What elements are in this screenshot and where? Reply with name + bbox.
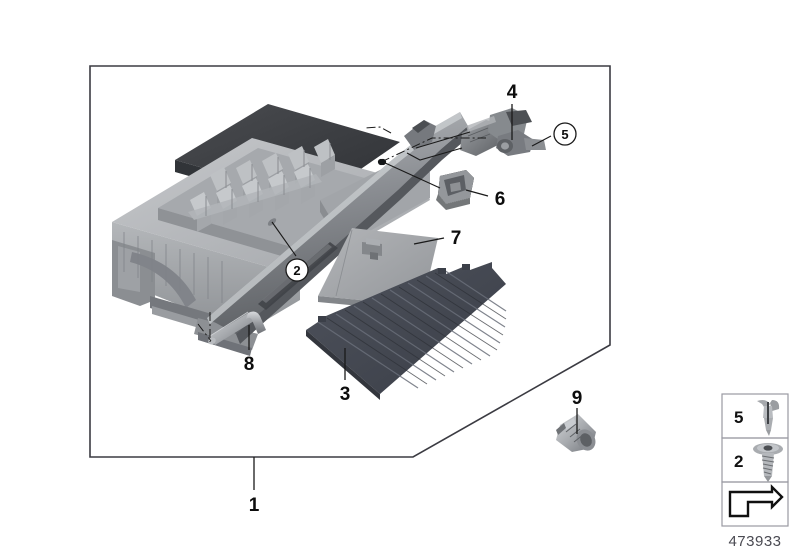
callout-5: 5 xyxy=(553,122,577,146)
callout-6: 6 xyxy=(495,189,506,210)
legend-row-0-number: 5 xyxy=(734,408,743,427)
callout-5-label: 5 xyxy=(561,127,568,142)
hex-allen-key xyxy=(208,311,266,345)
callout-9: 9 xyxy=(572,388,583,409)
leader-lines xyxy=(197,104,578,490)
callout-7: 7 xyxy=(451,228,462,249)
latch-mechanism xyxy=(460,108,546,156)
callout-1: 1 xyxy=(249,495,260,516)
oval-head-screw-icon xyxy=(757,400,780,436)
callout-2: 2 xyxy=(285,258,309,282)
ribbed-floor-mat xyxy=(306,262,507,400)
assembly-boundary-frame xyxy=(89,65,611,458)
internal-rib-structure xyxy=(188,139,335,232)
lock-cylinder xyxy=(556,414,596,452)
bent-arrow-icon xyxy=(728,484,784,518)
legend-row-1-number: 2 xyxy=(734,452,743,471)
fastener-legend: 5 2 xyxy=(721,393,789,550)
self-tapping-screw-icon xyxy=(753,443,783,482)
callout-4: 4 xyxy=(507,82,518,103)
callout-2-label: 2 xyxy=(293,263,300,278)
striker-catch-bracket xyxy=(436,170,474,210)
callout-8: 8 xyxy=(244,354,255,375)
callout-labels: 1 3 4 6 7 8 9 2 5 xyxy=(244,82,583,516)
callout-3: 3 xyxy=(340,384,351,405)
part-number: 473933 xyxy=(728,533,781,550)
